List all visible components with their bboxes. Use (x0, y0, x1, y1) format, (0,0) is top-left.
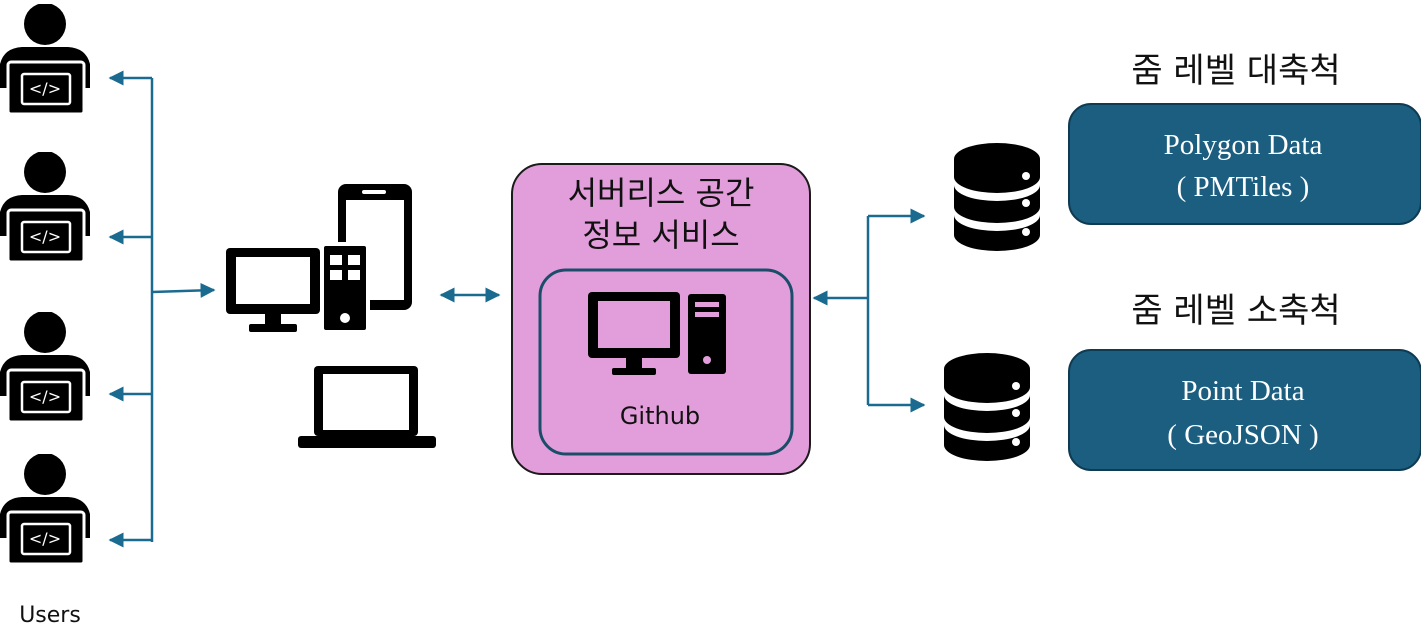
client-devices (226, 184, 436, 448)
point-data-format: ( GeoJSON ) (1167, 419, 1318, 451)
polygon-data-format: ( PMTiles ) (1177, 171, 1310, 203)
users-label: Users (19, 603, 81, 626)
tower-pc-icon (320, 242, 370, 334)
code-icon: </> (29, 387, 61, 406)
serverless-service: 서버리스 공간 정보 서비스 Github (511, 163, 811, 475)
database-icon (944, 353, 1030, 461)
user-connectors (108, 70, 216, 548)
data-source-polygon: 줌 레벨 대축척 Polygon Data ( PMTiles ) (954, 51, 1421, 251)
code-icon: </> (29, 79, 61, 98)
polygon-data-name: Polygon Data (1164, 129, 1323, 161)
polygon-data-box (1068, 103, 1421, 225)
desktop-monitor-icon (226, 248, 320, 332)
user-4: </> (0, 454, 92, 564)
service-title-line1: 서버리스 공간 (568, 174, 755, 212)
point-data-name: Point Data (1181, 375, 1304, 407)
data-connectors (812, 208, 926, 413)
users-group: </> </> </> </> Users (0, 4, 92, 626)
point-data-box (1068, 349, 1421, 471)
user-3: </> (0, 312, 92, 422)
zoom-level-small-scale-label: 줌 레벨 소축척 (1131, 291, 1340, 331)
server-computer-icon (588, 292, 726, 375)
database-icon (954, 143, 1040, 251)
user-1: </> (0, 4, 92, 114)
user-2: </> (0, 152, 92, 262)
zoom-level-large-scale-label: 줌 레벨 대축척 (1131, 51, 1340, 91)
laptop-icon (298, 366, 436, 448)
code-icon: </> (29, 227, 61, 246)
service-title-line2: 정보 서비스 (582, 216, 739, 254)
github-label: Github (620, 402, 700, 430)
arrow-to-devices (151, 282, 216, 298)
code-icon: </> (29, 529, 61, 548)
data-source-point: 줌 레벨 소축척 Point Data ( GeoJSON ) (944, 291, 1421, 471)
